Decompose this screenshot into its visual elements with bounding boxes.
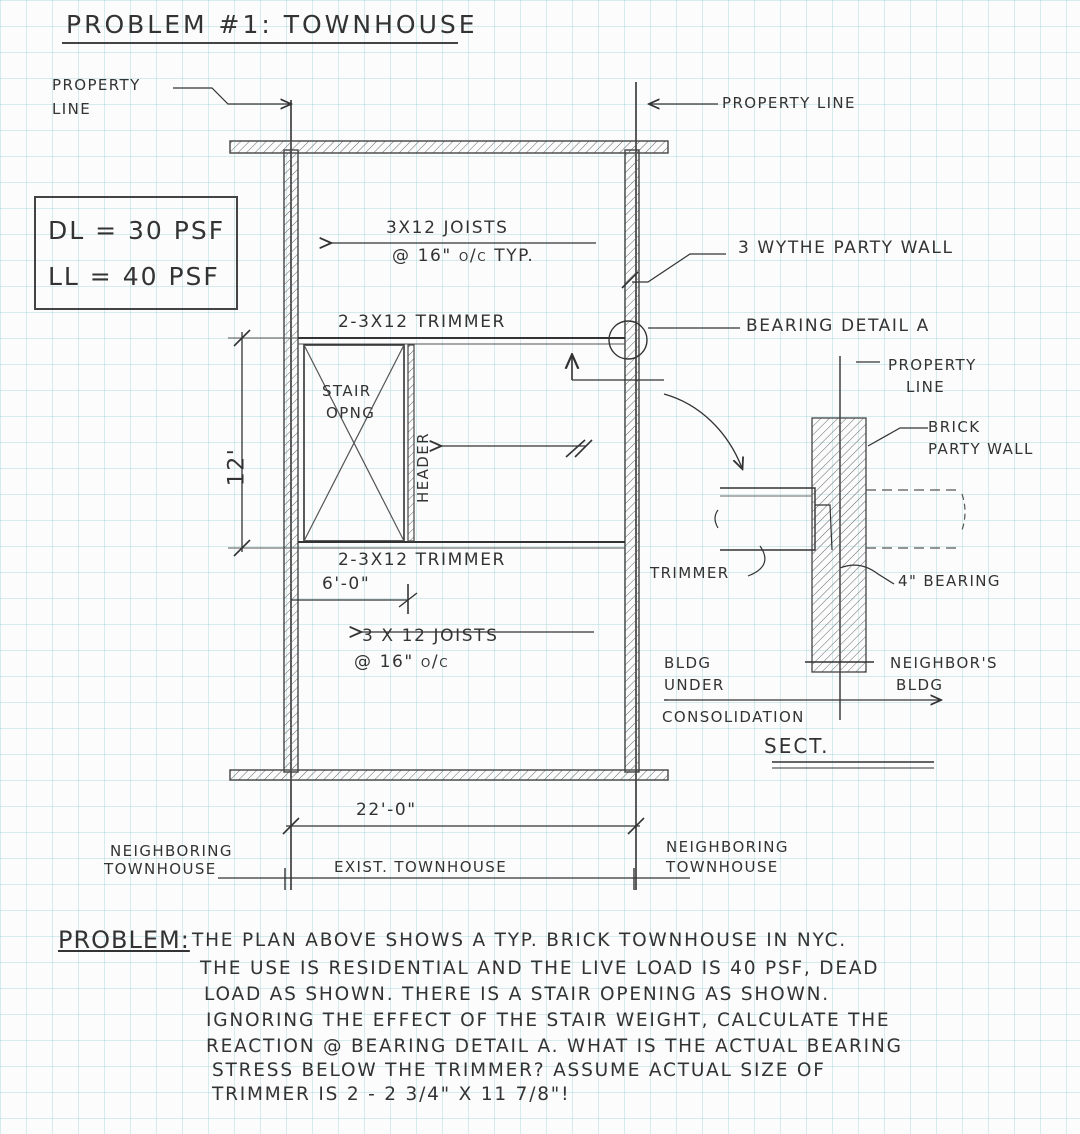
existing-townhouse-label: EXIST. TOWNHOUSE bbox=[334, 858, 508, 876]
brick-party-wall-2: PARTY WALL bbox=[928, 440, 1034, 458]
title-underline bbox=[62, 42, 458, 44]
stair-label-1: STAIR bbox=[322, 382, 372, 400]
trimmer-bottom-label: 2-3X12 TRIMMER bbox=[338, 550, 506, 570]
bottom-wall bbox=[229, 769, 669, 781]
problem-line-2: THE USE IS RESIDENTIAL AND THE LIVE LOAD… bbox=[200, 958, 880, 979]
property-line-left-2: LINE bbox=[52, 100, 92, 118]
problem-label: PROBLEM: bbox=[58, 926, 190, 954]
neighbors-bldg-1: NEIGHBOR'S bbox=[890, 654, 998, 672]
dim-12-label: 12' bbox=[224, 447, 250, 487]
dim-22-label: 22'-0" bbox=[356, 800, 417, 820]
brick-party-wall-1: BRICK bbox=[928, 418, 981, 436]
problem-line-5: REACTION @ BEARING DETAIL A. WHAT IS THE… bbox=[206, 1036, 903, 1057]
problem-line-3: LOAD AS SHOWN. THERE IS A STAIR OPENING … bbox=[204, 984, 830, 1005]
neighboring-right-1: NEIGHBORING bbox=[666, 838, 789, 856]
section-label: SECT. bbox=[764, 734, 830, 758]
party-wall-label: 3 WYTHE PARTY WALL bbox=[738, 238, 954, 258]
section-property-line-1: PROPERTY bbox=[888, 356, 977, 374]
section-property-line-2: LINE bbox=[906, 378, 946, 396]
bearing-detail-marker bbox=[608, 320, 648, 360]
joists-top-1: 3X12 JOISTS bbox=[386, 218, 509, 238]
bldg-under-1: BLDG bbox=[664, 654, 712, 672]
header-label: HEADER bbox=[413, 432, 432, 503]
property-line-right: PROPERTY LINE bbox=[722, 94, 856, 112]
problem-line-1: THE PLAN ABOVE SHOWS A TYP. BRICK TOWNHO… bbox=[192, 930, 847, 951]
problem-line-6: STRESS BELOW THE TRIMMER? ASSUME ACTUAL … bbox=[212, 1060, 826, 1081]
section-trimmer bbox=[720, 487, 816, 551]
section-party-wall bbox=[811, 417, 867, 673]
neighboring-left-2: TOWNHOUSE bbox=[104, 860, 217, 878]
stair-opening bbox=[303, 344, 405, 542]
problem-line-4: IGNORING THE EFFECT OF THE STAIR WEIGHT,… bbox=[206, 1010, 891, 1031]
section-trimmer-label: TRIMMER bbox=[650, 564, 730, 582]
neighboring-right-2: TOWNHOUSE bbox=[666, 858, 779, 876]
bearing-detail-label: BEARING DETAIL A bbox=[746, 316, 930, 336]
joists-bottom-1: 3 X 12 JOISTS bbox=[362, 626, 499, 646]
live-load-label: LL = 40 PSF bbox=[48, 262, 220, 291]
dim-6-label: 6'-0" bbox=[322, 574, 371, 594]
left-party-wall bbox=[283, 149, 299, 773]
neighbors-bldg-2: BLDG bbox=[896, 676, 944, 694]
top-wall bbox=[229, 140, 669, 154]
bldg-under-2: UNDER bbox=[664, 676, 725, 694]
problem-line-7: TRIMMER IS 2 - 2 3/4" X 11 7/8"! bbox=[212, 1084, 571, 1105]
bearing-4-label: 4" BEARING bbox=[898, 572, 1001, 590]
page-title: PROBLEM #1: TOWNHOUSE bbox=[66, 10, 478, 39]
trimmer-top-label: 2-3X12 TRIMMER bbox=[338, 312, 506, 332]
header-beam bbox=[407, 344, 415, 542]
joists-bottom-2: @ 16" o/c bbox=[354, 652, 450, 672]
joists-top-2: @ 16" o/c TYP. bbox=[392, 246, 535, 266]
neighboring-left-1: NEIGHBORING bbox=[110, 842, 233, 860]
stair-label-2: OPNG bbox=[326, 404, 376, 422]
right-party-wall bbox=[624, 149, 640, 773]
dead-load-label: DL = 30 PSF bbox=[48, 216, 226, 245]
bldg-under-3: CONSOLIDATION bbox=[662, 708, 805, 726]
loads-box: DL = 30 PSF LL = 40 PSF bbox=[34, 196, 238, 310]
property-line-left-1: PROPERTY bbox=[52, 76, 141, 94]
